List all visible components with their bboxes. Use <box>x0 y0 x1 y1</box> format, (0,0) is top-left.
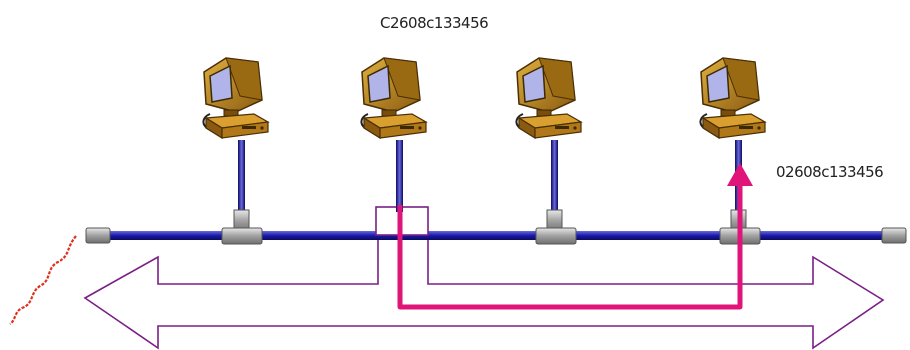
top-address-label: C2608c133456 <box>380 14 488 32</box>
backbone-cable <box>96 231 896 240</box>
end-connector-right <box>881 227 907 244</box>
computer-1 <box>202 57 269 139</box>
t-connector-3 <box>535 209 577 245</box>
right-address-label: 02608c133456 <box>776 163 883 181</box>
signal-arrowhead <box>727 163 753 186</box>
drop-cable-3 <box>551 140 558 230</box>
computer-2 <box>360 57 427 139</box>
drop-cable-1 <box>238 140 245 230</box>
computer-3 <box>515 57 582 139</box>
t-connector-1 <box>221 209 263 245</box>
terminator-wire <box>9 235 77 325</box>
computer-4 <box>699 57 766 139</box>
signal-path <box>397 183 743 310</box>
broadcast-arrow <box>83 232 885 350</box>
drop-cable-2 <box>396 140 403 208</box>
end-connector-left <box>85 227 111 244</box>
